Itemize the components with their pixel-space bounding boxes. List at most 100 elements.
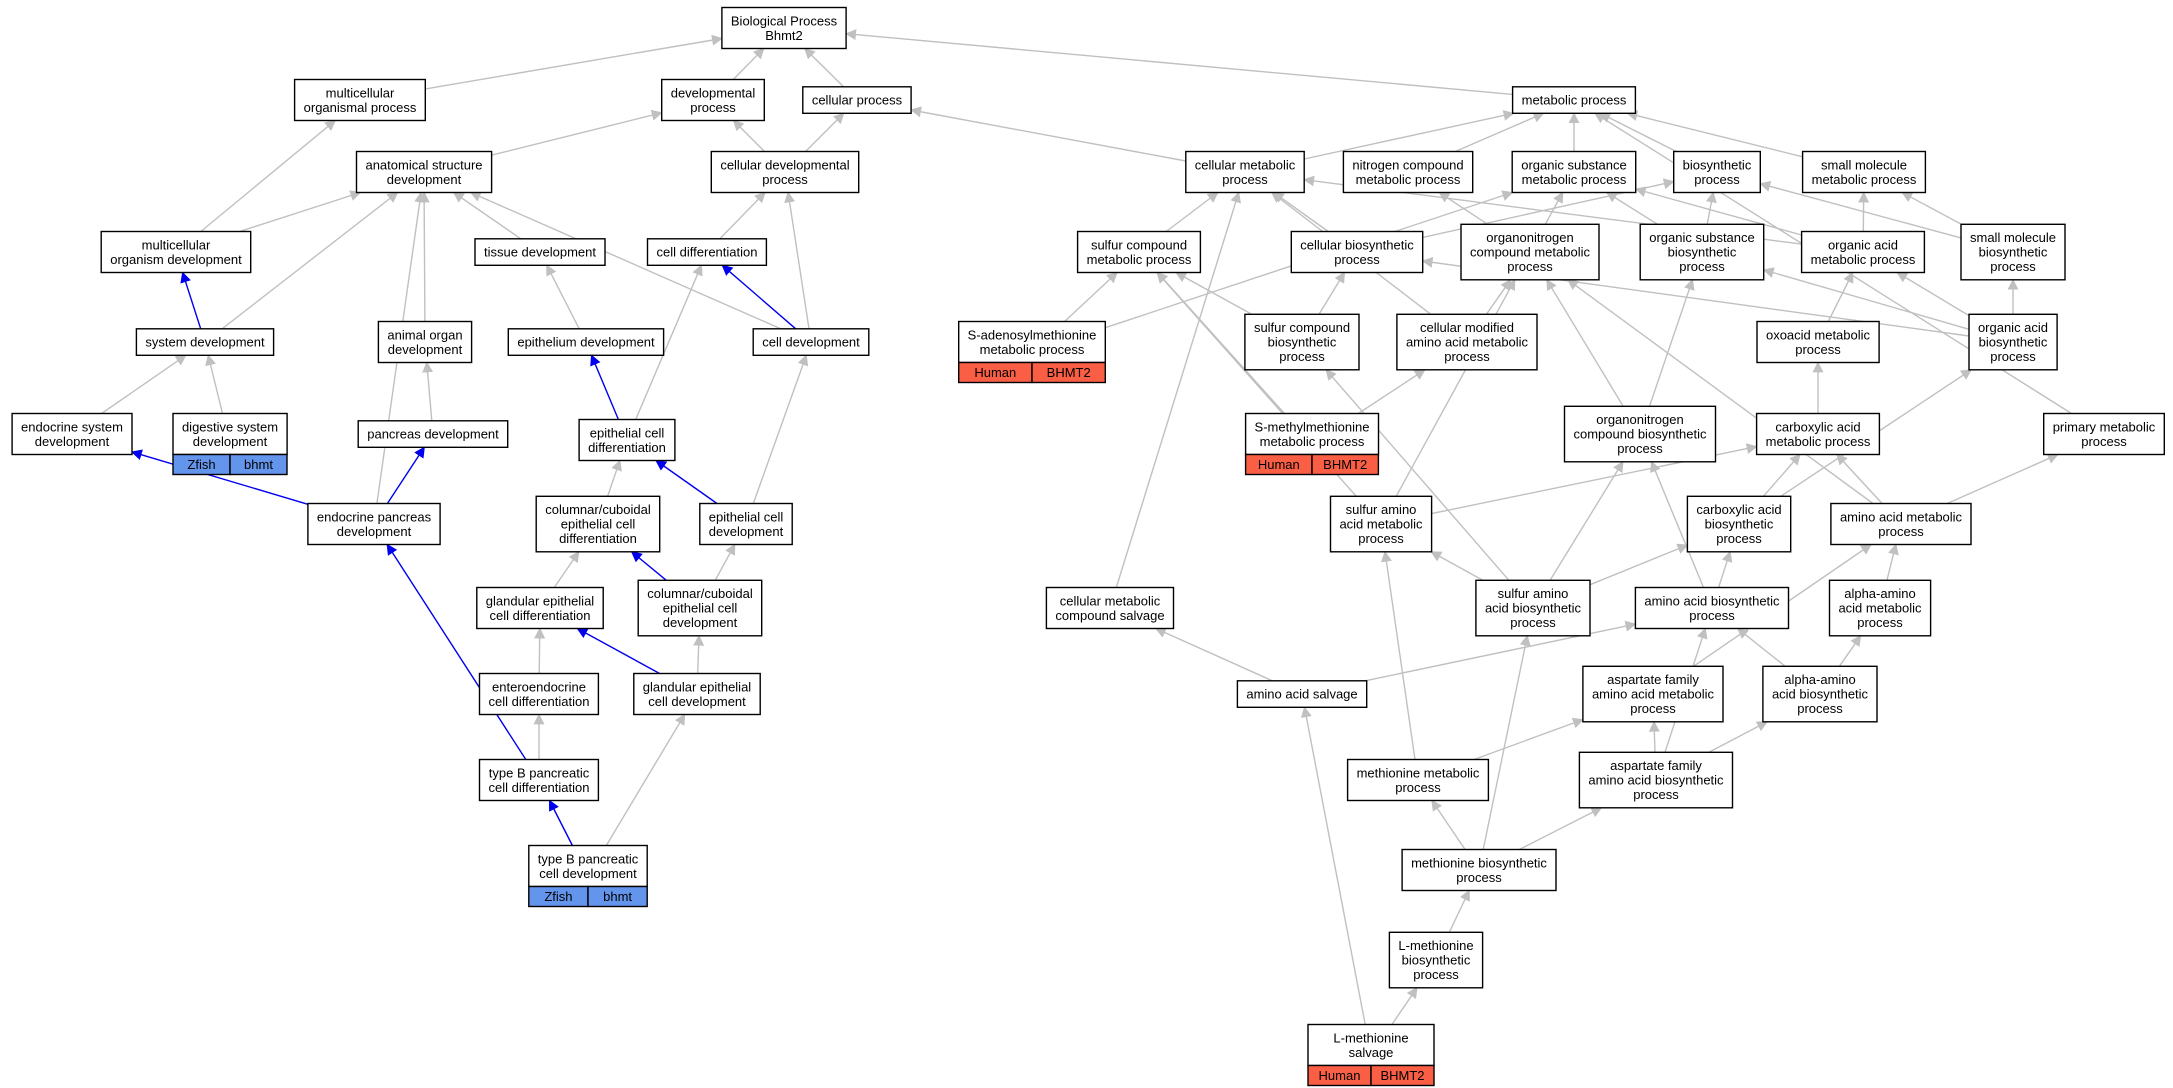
edge-aabp-to-cabp — [1717, 550, 1733, 588]
go-term-node-ed[interactable]: epithelium development — [507, 328, 665, 356]
node-label-line: biosynthetic — [1668, 245, 1737, 260]
node-label-line: process — [762, 172, 808, 187]
node-label-line: process — [1222, 172, 1268, 187]
edge-aamp-to-pmp — [1946, 453, 2059, 505]
node-box — [1342, 150, 1474, 194]
edge-smmp-to-mp — [1626, 110, 1803, 158]
node-box — [2042, 412, 2165, 456]
node-label-line: digestive system — [182, 419, 278, 434]
node-box — [478, 758, 600, 802]
go-term-node-sysd[interactable]: system development — [135, 328, 275, 356]
node-box — [699, 502, 793, 546]
node-label-line: biosynthetic — [1979, 245, 2048, 260]
node-label-line: cell differentiation — [489, 694, 590, 709]
edge-aamp-to-oncmp — [1567, 279, 1874, 505]
node-box — [507, 328, 665, 356]
node-label-line: metabolic process — [1766, 434, 1871, 449]
go-term-node-cd[interactable]: cell differentiation — [646, 238, 768, 267]
node-box — [710, 150, 860, 194]
node-label-line: aspartate family — [1610, 758, 1702, 773]
node-label-line: development — [35, 434, 110, 449]
node-label-line: alpha-amino — [1844, 586, 1916, 601]
go-term-node-pd[interactable]: pancreas development — [357, 420, 509, 448]
edge-oabp-to-oamp — [1896, 271, 1970, 317]
edge-cuecd-to-ecd — [606, 459, 622, 497]
tag-gene-cell — [229, 453, 288, 476]
node-label-line: sulfur amino — [1346, 502, 1417, 517]
node-label-line: S-methylmethionine — [1255, 419, 1370, 434]
go-term-node-mp[interactable]: metabolic process — [1511, 86, 1637, 115]
node-label-line: epithelial cell — [663, 601, 738, 616]
node-box — [377, 320, 473, 364]
edge-cdp-to-cp — [805, 112, 845, 152]
go-term-node-aas[interactable]: amino acid salvage — [1236, 680, 1368, 708]
node-label-line: amino acid metabolic — [1592, 687, 1715, 702]
go-term-node-td[interactable]: tissue development — [474, 238, 606, 267]
node-label-line: metabolic process — [1356, 172, 1461, 187]
node-box — [578, 418, 676, 462]
node-box — [1639, 223, 1765, 281]
node-label-line: process — [1689, 608, 1735, 623]
node-label-line: development — [663, 615, 738, 630]
edge-oncbp-to-osbp — [1648, 278, 1695, 407]
node-label-line: multicellular — [326, 85, 395, 100]
node-box — [1672, 150, 1761, 194]
go-term-node-cp[interactable]: cellular process — [802, 86, 912, 115]
go-term-node-celld[interactable]: cell development — [752, 328, 870, 356]
node-label-line: cell development — [762, 335, 860, 350]
